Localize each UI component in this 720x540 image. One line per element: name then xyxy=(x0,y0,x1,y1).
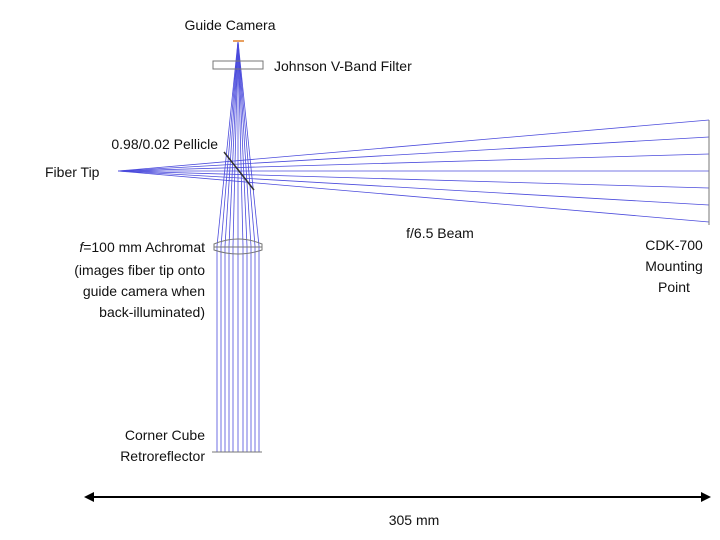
scale-label: 305 mm xyxy=(389,512,440,528)
pellicle xyxy=(223,151,255,191)
beam-ray xyxy=(117,170,710,189)
camera-ray xyxy=(216,40,239,247)
f-6-5-beam-rays xyxy=(117,119,710,223)
camera-ray xyxy=(237,40,260,247)
beam-ray xyxy=(117,136,710,172)
achromat-note-line-3: back-illuminated) xyxy=(99,304,205,320)
achromat-note-line-2: guide camera when xyxy=(83,283,205,299)
guide-camera-label: Guide Camera xyxy=(184,17,275,33)
camera-ray xyxy=(237,40,252,247)
camera-ray xyxy=(220,40,239,247)
v-band-filter xyxy=(212,60,264,70)
cdk-label-line-3: Point xyxy=(658,279,690,295)
cdk-label-line-2: Mounting xyxy=(645,258,703,274)
retroreflector-label-line-2: Retroreflector xyxy=(120,448,205,464)
pellicle-label: 0.98/0.02 Pellicle xyxy=(111,136,218,152)
beam-label: f/6.5 Beam xyxy=(406,225,474,241)
achromat-lens xyxy=(213,238,263,255)
beam-ray xyxy=(117,119,710,172)
camera-ray xyxy=(237,40,244,247)
camera-ray xyxy=(228,40,239,247)
retroreflector-label-line-1: Corner Cube xyxy=(125,427,205,443)
beam-ray xyxy=(117,170,710,206)
fiber-tip-label: Fiber Tip xyxy=(45,164,100,180)
collimated-rays xyxy=(216,246,260,452)
achromat-note-line-1: (images fiber tip onto xyxy=(74,262,205,278)
filter-label: Johnson V-Band Filter xyxy=(274,58,412,74)
camera-ray xyxy=(224,40,239,247)
camera-ray xyxy=(237,40,256,247)
camera-ray xyxy=(237,40,248,247)
camera-ray xyxy=(232,40,239,247)
beam-ray xyxy=(117,153,710,172)
guide-camera-rays xyxy=(216,40,260,247)
achromat-label: f=100 mm Achromat xyxy=(79,239,205,255)
cdk-label-line-1: CDK-700 xyxy=(645,237,703,253)
beam-ray xyxy=(117,170,710,223)
